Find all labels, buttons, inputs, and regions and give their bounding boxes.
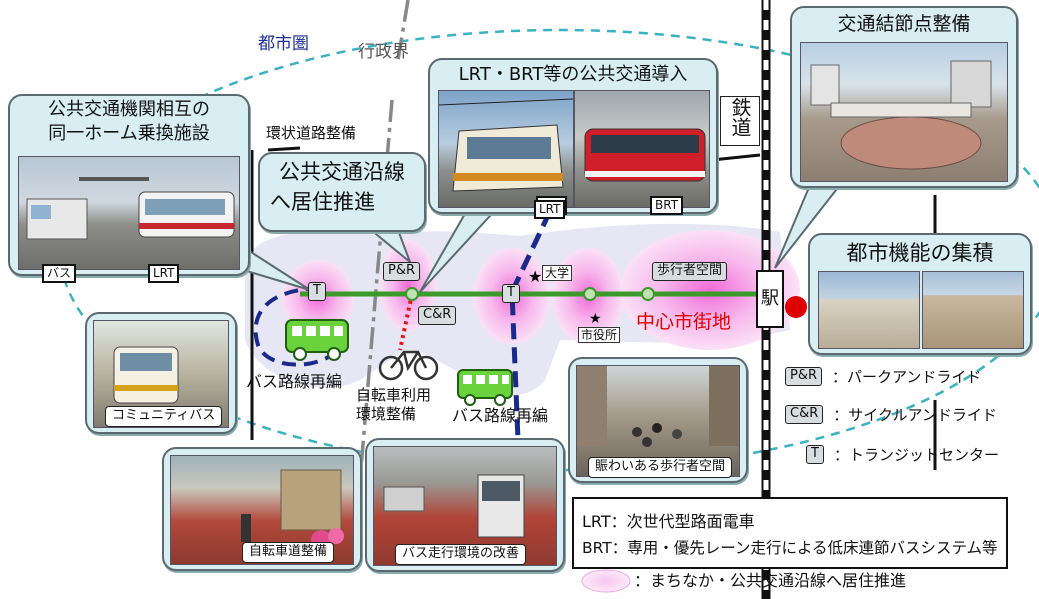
corridor-title-1: 公共交通沿線: [279, 160, 405, 184]
pedestrian-space-label: 歩行者空間: [652, 262, 728, 281]
urban-functions-title: 都市機能の集積: [846, 241, 994, 265]
transit-center-t1: T: [308, 282, 326, 301]
pr-symbol-map: P&R: [383, 262, 421, 281]
definitions-box: LRT：次世代型路面電車 BRT：専用・優先レーン走行による低床連節バスシステム…: [572, 497, 1008, 569]
caption-bike-lane: 自転車道整備: [242, 542, 335, 563]
legend-t-text: ：トランジットセンター: [833, 446, 999, 464]
city-center-label: 中心市街地: [636, 311, 732, 333]
railway-label: 鉄道: [720, 96, 760, 146]
lrt-tag-left: LRT: [148, 264, 180, 284]
legend-pr-symbol: P&R: [785, 367, 823, 386]
callout-urban-functions: 都市機能の集積: [808, 233, 1032, 355]
city-center-dot: [785, 296, 807, 318]
brt-tag-photo: BRT: [650, 196, 684, 216]
transit-center-t2: T: [502, 284, 520, 303]
ring-road-right: [711, 153, 761, 162]
bicycle-icon: [378, 350, 439, 381]
bus-route-left-label: バス路線再編: [246, 372, 343, 391]
legend-t-symbol: T: [806, 445, 824, 464]
callout-transfer-title-2: 同一ホーム乗換施設: [48, 123, 210, 144]
lrt-brt-title: LRT・BRT等の公共交通導入: [458, 64, 688, 85]
legend-pr-text: ：パークアンドライド: [832, 368, 982, 386]
photo-callout-pedestrian: 賑わいある歩行者空間: [568, 357, 748, 483]
admin-boundary-line: [358, 0, 410, 481]
bus-icon-left: [285, 319, 349, 361]
corridor-title-2: へ居住推進: [270, 190, 375, 214]
bicycle-label-2: 環境整備: [356, 405, 417, 423]
station-label: 駅: [761, 288, 779, 309]
pedestrian-street-illustration: [577, 366, 739, 447]
legend-cr-text: ：サイクルアンドライド: [833, 406, 997, 424]
photo-station-plaza: [800, 42, 1008, 182]
caption-bus-environment: バス走行環境の改善: [395, 544, 527, 565]
stop-pr: [405, 287, 419, 301]
lrt-tram-illustration: [439, 98, 573, 192]
bus-route-left: [253, 286, 347, 367]
star-cityhall: ★: [589, 311, 602, 327]
tram-bus-illustration: [26, 177, 235, 240]
node-title: 交通結節点整備: [837, 13, 971, 35]
photo-dept-store-1: [818, 271, 920, 349]
callout-node: 交通結節点整備: [790, 6, 1018, 188]
cr-symbol-map: C&R: [418, 306, 457, 325]
legend-t: T ：トランジットセンター: [806, 444, 999, 465]
bus-route-mid-label: バス路線再編: [452, 406, 549, 425]
definition-brt: BRT：専用・優先レーン走行による低床連節バスシステム等: [582, 539, 998, 557]
city-hall-label: 市役所: [578, 327, 621, 343]
pink-zone-legend-text: ：まちなか・公共交通沿線へ居住推進: [634, 571, 907, 590]
caption-community-bus: コミュニティバス: [105, 406, 223, 427]
callout-lrt-brt: LRT・BRT等の公共交通導入 LRT BRT: [428, 58, 718, 216]
pink-zone-center: [620, 230, 800, 350]
railway-label-text: 鉄道: [728, 97, 752, 137]
station-plaza-illustration: [810, 60, 992, 170]
callout-transfer-title-1: 公共交通機関相互の: [48, 99, 210, 120]
photo-dept-store-2: [922, 271, 1024, 349]
stop-cityhall: [583, 287, 597, 301]
legend-cr: C&R ：サイクルアンドライド: [785, 404, 997, 425]
lrt-tag-route: LRT: [534, 200, 566, 220]
university-label: 大学: [542, 265, 573, 281]
stop-center: [641, 287, 655, 301]
pink-zone-legend-swatch: [581, 569, 631, 593]
ring-road-top: [267, 146, 301, 152]
definition-lrt: LRT：次世代型路面電車: [582, 512, 755, 531]
callout-transfer: 公共交通機関相互の 同一ホーム乗換施設 バス LRT: [8, 94, 250, 284]
bus-icon-mid: [457, 369, 513, 406]
photo-lrt: [438, 90, 574, 208]
bicycle-label-1: 自転車利用: [356, 386, 432, 404]
photo-callout-community-bus: コミュニティバス: [85, 312, 237, 434]
photo-brt: [574, 90, 710, 208]
photo-callout-bike-lane: 自転車道整備: [162, 447, 362, 571]
photo-callout-bus-environment: バス走行環境の改善: [365, 438, 565, 572]
bicycle-route: [398, 293, 414, 351]
photo-transfer-platform: [18, 156, 240, 270]
ring-road-label: 環状道路整備: [266, 124, 357, 142]
bus-route-main: [509, 188, 563, 441]
station-box: 駅: [756, 270, 784, 328]
star-university: ★: [528, 267, 542, 286]
caption-pedestrian: 賑わいある歩行者空間: [588, 457, 733, 478]
brt-bus-illustration: [584, 128, 706, 182]
bus-lane-illustration: [383, 474, 525, 538]
bus-tag: バス: [42, 264, 77, 284]
admin-boundary-label: 行政界: [358, 42, 409, 62]
callout-corridor: 公共交通沿線 へ居住推進: [258, 152, 426, 232]
legend-pr: P&R ：パークアンドライド: [785, 366, 981, 387]
urban-area-label: 都市圏: [258, 34, 309, 54]
community-bus-illustration: [113, 346, 179, 404]
legend-cr-symbol: C&R: [785, 405, 824, 424]
